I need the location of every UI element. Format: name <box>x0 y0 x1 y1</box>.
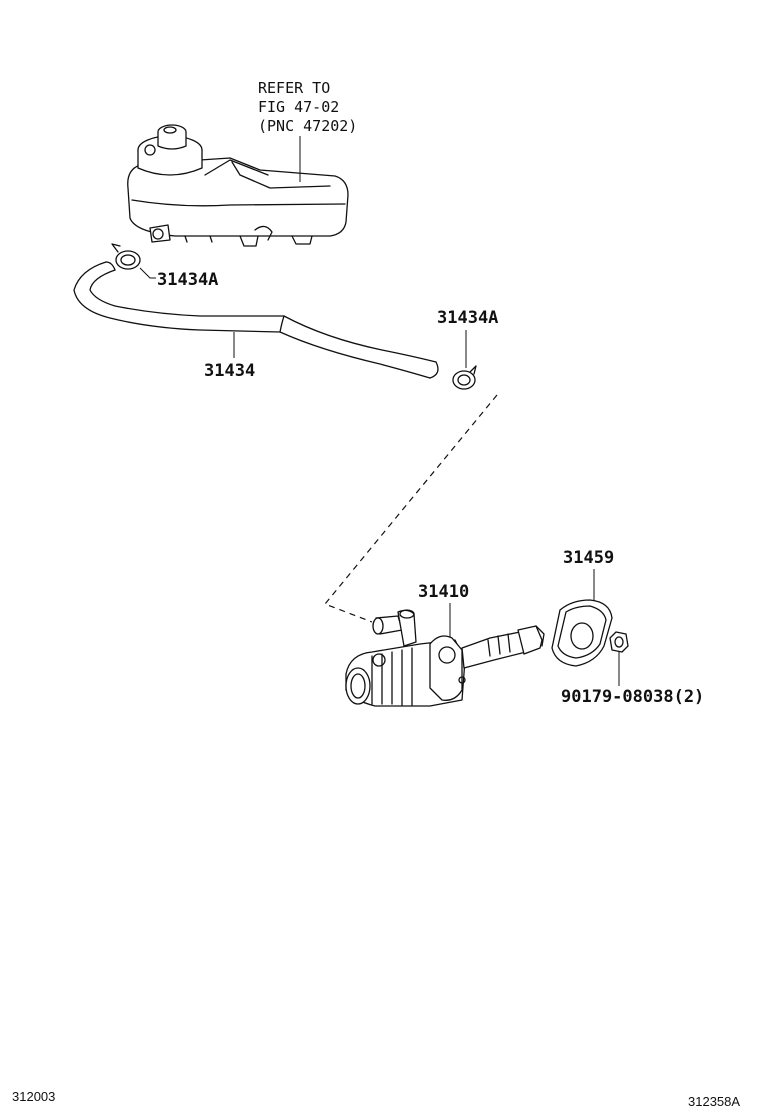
label-31434A-upper: 31434A <box>157 270 218 290</box>
label-31459: 31459 <box>563 548 614 568</box>
refer-note-line3: (PNC 47202) <box>258 117 357 135</box>
hose-clip-lower <box>452 365 477 390</box>
refer-note: REFER TO FIG 47-02 (PNC 47202) <box>258 79 357 182</box>
label-31410: 31410 <box>418 582 469 602</box>
clip-upper-leader <box>139 267 156 279</box>
flange-nut <box>609 631 629 653</box>
clutch-master-cylinder <box>345 609 545 707</box>
refer-note-line2: FIG 47-02 <box>258 98 339 116</box>
gasket <box>551 599 613 667</box>
hose-clip-upper <box>111 243 141 270</box>
refer-note-line1: REFER TO <box>258 79 330 97</box>
connection-dashed-line <box>324 394 498 623</box>
footer-right-code: 312358A <box>688 1094 740 1109</box>
reservoir-tank <box>127 124 349 247</box>
footer-left-code: 312003 <box>12 1089 55 1104</box>
label-31434A-lower: 31434A <box>437 308 498 328</box>
label-31434: 31434 <box>204 361 255 381</box>
reservoir-hose <box>73 261 439 379</box>
label-90179-08038: 90179-08038(2) <box>561 687 704 707</box>
